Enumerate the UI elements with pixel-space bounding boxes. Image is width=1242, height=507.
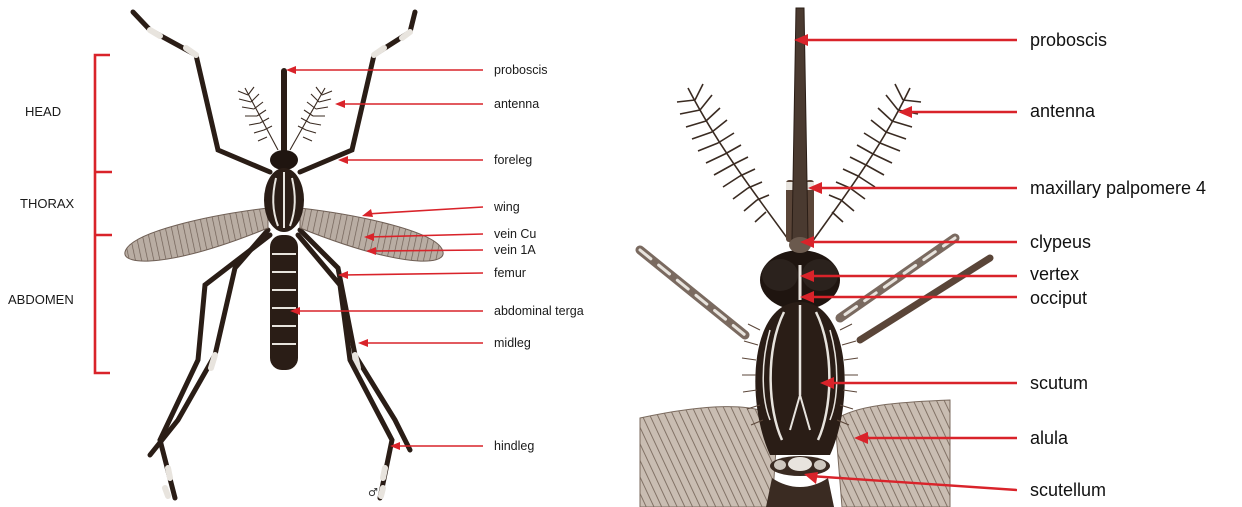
- right-mosquito-closeup: [640, 8, 990, 507]
- body-region-bracket: [95, 55, 112, 373]
- right-label-clypeus: clypeus: [1030, 232, 1091, 252]
- left-mosquito-illustration: [125, 12, 443, 498]
- right-label-occiput: occiput: [1030, 288, 1087, 308]
- right-label-vertex: vertex: [1030, 264, 1079, 284]
- left-label-vein-1a: vein 1A: [494, 243, 536, 257]
- right-label-scutellum: scutellum: [1030, 480, 1106, 500]
- region-label-head: HEAD: [25, 104, 61, 119]
- right-label-alula: alula: [1030, 428, 1069, 448]
- left-label-foreleg: foreleg: [494, 153, 532, 167]
- left-label-midleg: midleg: [494, 336, 531, 350]
- closeup-right-wing: [835, 400, 950, 507]
- right-label-scutum: scutum: [1030, 373, 1088, 393]
- left-abdomen: [270, 235, 298, 370]
- left-label-vein-cu: vein Cu: [494, 227, 536, 241]
- right-label-proboscis: proboscis: [1030, 30, 1107, 50]
- left-head: [270, 150, 298, 170]
- left-label-femur: femur: [494, 266, 526, 280]
- left-label-proboscis: proboscis: [494, 63, 548, 77]
- region-label-abdomen: ABDOMEN: [8, 292, 74, 307]
- closeup-left-wing: [640, 407, 778, 507]
- male-symbol-icon: ♂: [368, 486, 378, 499]
- left-label-antenna: antenna: [494, 97, 539, 111]
- left-label-hindleg: hindleg: [494, 439, 534, 453]
- right-label-antenna: antenna: [1030, 101, 1096, 121]
- left-label-wing: wing: [493, 200, 520, 214]
- region-label-thorax: THORAX: [20, 196, 75, 211]
- right-label-maxillary-palpomere-4: maxillary palpomere 4: [1030, 178, 1206, 198]
- left-label-abdominal-terga: abdominal terga: [494, 304, 584, 318]
- left-proboscis: [281, 68, 287, 154]
